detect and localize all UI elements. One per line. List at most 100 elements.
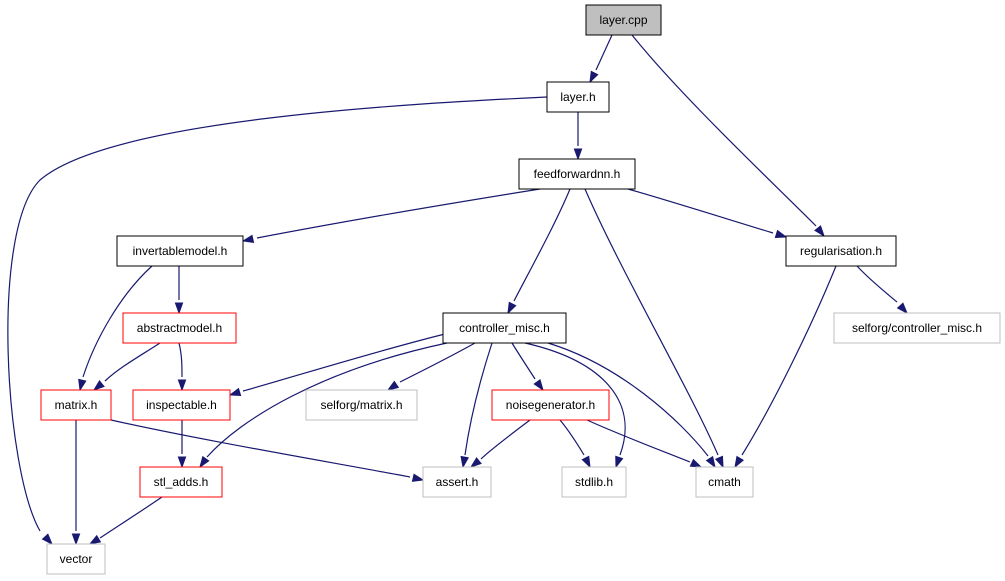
node-label: invertablemodel.h xyxy=(133,244,228,258)
node-selforg-controller-misc-h: selforg/controller_misc.h xyxy=(833,312,1001,344)
edge-controller-misc-h-to-noisegenerator-h xyxy=(511,342,544,392)
edge-line xyxy=(595,34,613,71)
node-regularisation-h[interactable]: regularisation.h xyxy=(785,235,897,267)
edge-line xyxy=(586,419,691,463)
node-label: stl_adds.h xyxy=(154,475,209,489)
arrowhead xyxy=(228,387,242,397)
node-layer-h[interactable]: layer.h xyxy=(546,81,610,113)
edge-matrix-h-to-vector xyxy=(71,420,81,546)
node-feedforwardnn-h[interactable]: feedforwardnn.h xyxy=(518,158,636,190)
edge-line xyxy=(513,188,571,302)
edge-invertablemodel-h-to-abstractmodel-h xyxy=(174,266,184,315)
edge-noisegenerator-h-to-stdlib-h xyxy=(559,419,591,469)
node-box xyxy=(695,466,754,498)
edge-stl-adds-h-to-vector xyxy=(88,496,163,545)
edge-line xyxy=(464,342,493,456)
node-stl-adds-h[interactable]: stl_adds.h xyxy=(139,466,223,498)
node-label: feedforwardnn.h xyxy=(534,167,621,181)
edge-layer-cpp-to-layer-h xyxy=(589,34,613,84)
arrowhead xyxy=(705,455,716,469)
edge-noisegenerator-h-to-cmath xyxy=(586,419,703,468)
node-box xyxy=(116,235,244,267)
arrowhead xyxy=(507,301,517,315)
arrowhead xyxy=(774,229,788,239)
node-matrix-h[interactable]: matrix.h xyxy=(40,389,112,421)
arrowhead xyxy=(71,533,81,546)
arrowhead xyxy=(689,458,703,468)
edge-controller-misc-h-to-cmath xyxy=(547,342,716,469)
arrowhead xyxy=(241,234,255,244)
edge-line xyxy=(631,34,817,227)
arrowhead xyxy=(78,378,87,392)
edge-line xyxy=(99,496,163,539)
node-box xyxy=(442,312,567,344)
arrowhead xyxy=(814,225,825,238)
edge-feedforwardnn-h-to-invertablemodel-h xyxy=(241,188,541,244)
arrowhead xyxy=(199,455,210,469)
edge-line xyxy=(511,342,536,380)
arrowhead xyxy=(581,455,591,469)
node-box xyxy=(585,4,662,36)
node-box xyxy=(46,543,106,575)
node-label: matrix.h xyxy=(55,398,98,412)
edge-line xyxy=(399,342,476,383)
node-noisegenerator-h[interactable]: noisegenerator.h xyxy=(491,389,610,421)
node-cmath: cmath xyxy=(695,466,754,498)
node-box xyxy=(491,389,610,421)
node-abstractmodel-h[interactable]: abstractmodel.h xyxy=(122,312,237,344)
edge-line xyxy=(547,342,709,457)
node-label: vector xyxy=(60,552,93,566)
node-box xyxy=(833,312,1001,344)
edge-line xyxy=(110,419,411,478)
edge-line xyxy=(256,188,541,239)
edge-line xyxy=(7,96,548,532)
node-invertablemodel-h[interactable]: invertablemodel.h xyxy=(116,235,244,267)
edge-invertablemodel-h-to-matrix-h xyxy=(78,265,153,392)
edge-line xyxy=(242,333,446,392)
node-inspectable-h[interactable]: inspectable.h xyxy=(132,389,231,421)
arrowhead xyxy=(469,457,482,468)
node-box xyxy=(561,466,627,498)
edges-layer xyxy=(7,34,908,546)
node-label: abstractmodel.h xyxy=(137,321,222,335)
node-box xyxy=(518,158,636,190)
node-selforg-matrix-h: selforg/matrix.h xyxy=(305,389,418,421)
edge-controller-misc-h-to-selforg-matrix-h xyxy=(386,342,476,391)
edge-abstractmodel-h-to-matrix-h xyxy=(92,342,161,391)
arrowhead xyxy=(386,380,400,391)
arrowhead xyxy=(896,302,908,315)
arrowhead xyxy=(589,70,599,84)
arrowhead xyxy=(411,473,425,482)
arrowhead xyxy=(573,148,583,161)
node-box xyxy=(132,389,231,421)
edge-line xyxy=(82,265,153,378)
arrowhead xyxy=(615,455,624,469)
node-label: stdlib.h xyxy=(575,475,613,489)
edge-layer-h-to-vector xyxy=(7,96,548,546)
edge-feedforwardnn-h-to-cmath xyxy=(584,188,724,469)
node-label: cmath xyxy=(708,475,741,489)
arrowhead xyxy=(460,455,469,469)
node-controller-misc-h[interactable]: controller_misc.h xyxy=(442,312,567,344)
edge-line xyxy=(178,342,183,378)
arrowhead xyxy=(174,302,184,315)
edge-inspectable-h-to-stl-adds-h xyxy=(177,420,187,469)
node-box xyxy=(785,235,897,267)
edge-line xyxy=(104,342,161,382)
edge-matrix-h-to-assert-h xyxy=(110,419,425,482)
node-label: layer.h xyxy=(560,90,595,104)
node-box xyxy=(122,312,237,344)
node-layer-cpp[interactable]: layer.cpp xyxy=(585,4,662,36)
edge-layer-cpp-to-regularisation-h xyxy=(631,34,825,238)
edge-line xyxy=(627,188,774,234)
edge-line xyxy=(741,265,837,456)
arrowhead xyxy=(533,378,544,392)
node-box xyxy=(305,389,418,421)
node-stdlib-h: stdlib.h xyxy=(561,466,627,498)
arrowhead xyxy=(41,533,54,546)
edge-feedforwardnn-h-to-regularisation-h xyxy=(627,188,788,239)
node-box xyxy=(546,81,610,113)
node-box xyxy=(40,389,112,421)
node-assert-h: assert.h xyxy=(422,466,492,498)
